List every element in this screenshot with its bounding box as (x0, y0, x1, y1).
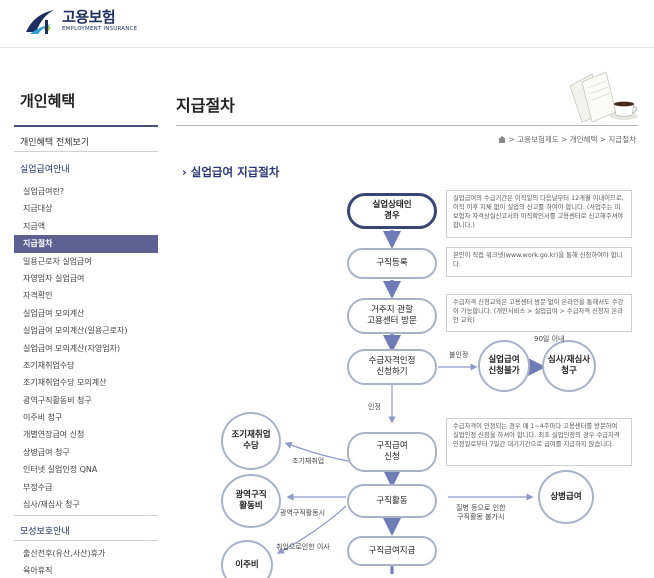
sidebar-item[interactable]: 실업급여 모의계산(자영업자) (23, 343, 121, 353)
flow-step-apply-eligibility: 수급자격인정 신청하기 (347, 349, 437, 385)
note-step-2: 본인이 직접 워크넷(www.work.go.kr)을 통해 신청하여야 합니다… (446, 247, 632, 277)
label-wide-area-search: 광역구직활동시 (280, 509, 326, 517)
logo-name: 고용보험 (62, 8, 116, 26)
note-step-5: 수급자격이 인정되는 경우 매 1~4주마다 고용센터를 방문하여 실업인정 신… (446, 418, 632, 466)
flow-step-benefit-paid: 구직급여지급 (347, 536, 437, 566)
flow-step-job-seeking: 구직활동 (347, 484, 437, 518)
sidebar-item[interactable]: 실업급여란? (23, 187, 65, 196)
sidebar-item[interactable]: 실업급여 모의계산 (23, 308, 85, 318)
sidebar-item[interactable]: 출산전후(유산,사산)휴가 (23, 549, 106, 558)
logo-mark-icon (20, 6, 60, 36)
sidebar-item[interactable]: 이주비 청구 (23, 413, 63, 423)
sidebar-section-unemployment[interactable]: 실업급여안내 (20, 165, 70, 175)
sidebar-item[interactable]: 조기재취업수당 모의계산 (23, 378, 107, 388)
flow-step-unemployed: 실업상태인 경우 (347, 193, 437, 229)
logo-subtitle: EMPLOYMENT INSURANCE (62, 26, 138, 32)
label-within-90-days: 90일 이내 (534, 335, 565, 343)
books-coffee-illustration (562, 68, 642, 124)
flow-step-apply-benefit: 구직급여 신청 (347, 432, 437, 472)
flow-step-job-registration: 구직등록 (347, 248, 437, 279)
flow-step-visit-center: 거주지 관할 고용센터 방문 (347, 298, 437, 334)
sidebar-item[interactable]: 개별연장급여 신청 (23, 430, 85, 440)
sidebar-title: 개인혜택 (20, 92, 76, 110)
site-header: 고용보험 EMPLOYMENT INSURANCE (0, 0, 654, 48)
sidebar-item[interactable]: 육아휴직 (23, 566, 53, 576)
sidebar-item[interactable]: 실업급여 모의계산(일용근로자) (23, 326, 128, 336)
sidebar-item[interactable]: 광역구직활동비 청구 (23, 395, 92, 405)
sidebar-divider (14, 540, 158, 541)
sidebar-item[interactable]: 상병급여 청구 (23, 447, 70, 457)
section-title-text: 실업급여 지급절차 (190, 165, 280, 179)
label-sickness: 질병 등으로 인한 구직활동 불가시 (456, 504, 506, 521)
sidebar-item[interactable]: 일용근로자 실업급여 (23, 256, 92, 266)
sidebar-item[interactable]: 부정수급 (23, 482, 53, 492)
breadcrumb: > 고용보험제도 > 개인혜택 > 지급절차 (497, 134, 636, 145)
sidebar-item[interactable]: 지급대상 (23, 204, 53, 214)
sidebar-divider (14, 151, 158, 152)
sidebar-item[interactable]: 조기재취업수당 (23, 360, 75, 370)
flow-result-reject: 실업급여 신청불가 (478, 340, 530, 392)
sidebar-item[interactable]: 지급액 (23, 221, 46, 231)
flow-option-relocation: 이주비 (221, 540, 273, 578)
flow-result-appeal: 심사/재심사 청구 (542, 340, 596, 392)
flow-option-wide-area: 광역구직 활동비 (221, 474, 281, 528)
site-logo[interactable]: 고용보험 EMPLOYMENT INSURANCE (20, 6, 137, 36)
sidebar-item[interactable]: 인터넷 실업인정 QNA (23, 465, 98, 475)
note-step-1: 실업급여의 수급기간은 이직일의 다음날부터 12개월 이내이므로, 이직 이후… (446, 190, 632, 238)
sidebar-title-divider (14, 125, 158, 127)
home-icon[interactable] (497, 136, 506, 143)
sidebar-overview-link[interactable]: 개인혜택 전체보기 (20, 138, 90, 148)
breadcrumb-path[interactable]: > 고용보험제도 > 개인혜택 > 지급절차 (508, 135, 636, 144)
sidebar-item[interactable]: 심사/재심사 청구 (23, 500, 80, 510)
chevron-right-icon: › (182, 165, 187, 179)
sidebar-item[interactable]: 자격확인 (23, 291, 53, 301)
sidebar-divider (14, 515, 158, 516)
sidebar-item[interactable]: 자영업자 실업급여 (23, 273, 85, 283)
label-not-approved: 불인정 (449, 351, 469, 359)
label-approved: 인정 (368, 403, 381, 411)
flow-option-early-reemployment: 조기재취업 수당 (221, 412, 281, 470)
page-title: 지급절차 (176, 96, 235, 115)
label-relocation: 취업으로인한 이사 (276, 543, 330, 551)
section-title: ›실업급여 지급절차 (182, 164, 279, 180)
sidebar-section-maternity[interactable]: 모성보호안내 (20, 527, 70, 537)
sidebar-item[interactable]: 지급절차 (14, 235, 158, 253)
note-step-3: 수급자격 신청교육은 고용센터 방문 없이 온라인을 통해서도 수강이 가능합니… (446, 294, 632, 332)
label-early-reemployment: 조기재취업 (292, 457, 325, 465)
title-divider (176, 125, 638, 126)
flow-option-sickness: 상병급여 (538, 470, 594, 524)
